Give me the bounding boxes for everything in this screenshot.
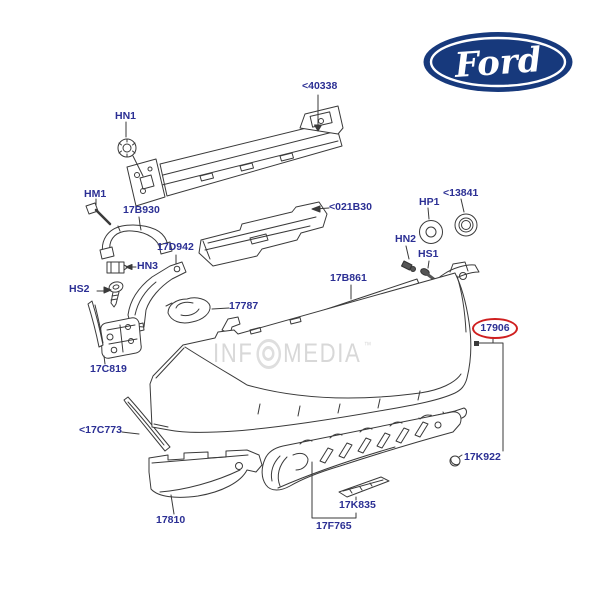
part-label-hs2[interactable]: HS2 (69, 283, 90, 295)
part-hs2-screw-drawing (96, 281, 124, 308)
part-17c773-strip-drawing (87, 300, 171, 452)
ford-logo: Ford (423, 32, 573, 92)
part-17810-valance-drawing (148, 449, 263, 515)
part-17k835-strip-drawing (338, 476, 390, 501)
part-13841-grommet-drawing (454, 198, 478, 237)
part-label-hn2[interactable]: HN2 (395, 233, 417, 245)
watermark: INF MEDIA ™ (213, 338, 371, 369)
part-label-17k835[interactable]: 17K835 (339, 499, 376, 511)
part-label-17c773[interactable]: <17C773 (79, 424, 122, 436)
part-label-hn3[interactable]: HN3 (137, 260, 159, 272)
part-label-17906-highlighted[interactable]: 17906 (472, 318, 518, 339)
part-hn2-bolt-drawing (401, 245, 416, 272)
part-17787-bracket-drawing (165, 297, 230, 324)
part-hm1-bolt-drawing (85, 198, 112, 226)
part-17k922-clip-drawing (449, 454, 463, 467)
part-label-17787[interactable]: 17787 (229, 300, 259, 312)
part-label-hp1[interactable]: HP1 (419, 196, 440, 208)
part-label-021b30[interactable]: <021B30 (329, 201, 372, 213)
watermark-tm: ™ (363, 340, 372, 350)
part-label-13841[interactable]: <13841 (443, 187, 479, 199)
part-label-17b861[interactable]: 17B861 (330, 272, 367, 284)
leader-17f765 (311, 461, 357, 519)
part-label-hn1[interactable]: HN1 (115, 110, 137, 122)
watermark-text-left: INF (213, 338, 254, 368)
part-label-17810[interactable]: 17810 (156, 514, 186, 526)
part-label-40338[interactable]: <40338 (302, 80, 338, 92)
part-label-17k922[interactable]: 17K922 (464, 451, 501, 463)
part-label-hm1[interactable]: HM1 (84, 188, 107, 200)
part-label-17c819[interactable]: 17C819 (90, 363, 127, 375)
part-hp1-grommet-drawing (419, 207, 443, 244)
part-label-17f765[interactable]: 17F765 (316, 520, 352, 532)
part-hn3-clip-drawing (106, 261, 137, 274)
part-hs1-screw-drawing (420, 260, 437, 282)
part-label-17b930[interactable]: 17B930 (123, 204, 160, 216)
watermark-text-right: MEDIA (283, 338, 362, 368)
part-label-17d942[interactable]: 17D942 (157, 241, 194, 253)
part-17b930-bracket-drawing (99, 216, 173, 260)
ford-logo-script: Ford (452, 40, 542, 86)
part-hn1-nut-drawing (117, 121, 144, 177)
part-reinforcement-bar-drawing (126, 94, 344, 207)
part-17906-bumper-cover-drawing (149, 261, 472, 433)
part-label-hs1[interactable]: HS1 (418, 248, 439, 260)
part-17c819-plate-drawing (100, 317, 142, 365)
leader-17906 (474, 337, 504, 452)
watermark-o-icon (256, 338, 281, 369)
part-021b30-absorber-drawing (198, 201, 330, 267)
